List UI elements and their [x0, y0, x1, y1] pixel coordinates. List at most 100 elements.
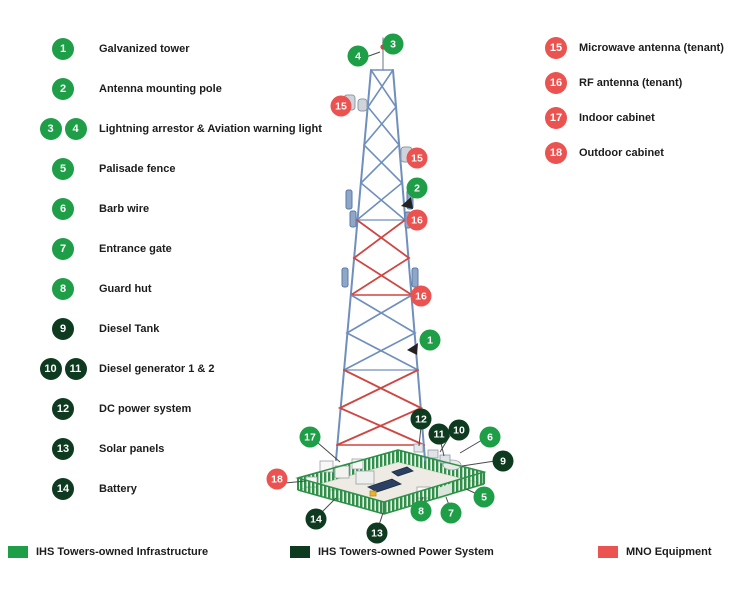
legend-item: 18 Outdoor cabinet — [544, 135, 724, 170]
legend-item-label: Guard hut — [99, 283, 152, 295]
diagram-marker-15: 15 — [330, 95, 352, 117]
legend-badge: 8 — [52, 278, 74, 300]
diagram-marker-17: 17 — [299, 426, 321, 448]
legend-badges: 7 — [34, 238, 92, 260]
diagram-marker-2: 2 — [406, 177, 428, 199]
legend-item: 5 Palisade fence — [34, 149, 322, 189]
microwave-dish-icon — [357, 98, 368, 112]
legend-item-label: Lightning arrestor & Aviation warning li… — [99, 123, 322, 135]
diagram-marker-16: 16 — [406, 209, 428, 231]
color-key-label: MNO Equipment — [626, 546, 712, 558]
color-key-item: MNO Equipment — [598, 546, 712, 558]
legend-item-label: Barb wire — [99, 203, 150, 215]
legend-badges: 12 — [34, 398, 92, 420]
legend-item-label: Solar panels — [99, 443, 165, 455]
legend-badge: 15 — [545, 36, 567, 59]
rf-panel-icon — [349, 210, 357, 228]
indoor-cabinet-icon — [319, 460, 334, 473]
legend-badge: 4 — [64, 118, 87, 140]
legend-item: 1 Galvanized tower — [34, 29, 322, 69]
arrowhead-icon — [407, 343, 418, 355]
legend-badge: 3 — [39, 118, 62, 140]
legend-item: 7 Entrance gate — [34, 229, 322, 269]
diagram-marker-12: 12 — [410, 408, 432, 430]
legend-badge: 10 — [39, 358, 62, 380]
legend-badge: 1 — [52, 38, 74, 60]
legend-badge: 13 — [52, 438, 74, 460]
misc-equipment-icon — [369, 490, 377, 497]
legend-right: 15 Microwave antenna (tenant) 16 RF ante… — [544, 30, 724, 170]
shelter-icon — [355, 470, 375, 485]
diesel-generator-icon — [427, 449, 439, 459]
legend-item-label: Diesel generator 1 & 2 — [99, 363, 215, 375]
solar-panel-icon — [391, 466, 414, 477]
legend-item-label: Entrance gate — [99, 243, 172, 255]
color-key-item: IHS Towers-owned Power System — [290, 546, 494, 558]
legend-item: 13 Solar panels — [34, 429, 322, 469]
diagram-marker-15: 15 — [406, 147, 428, 169]
color-key-label: IHS Towers-owned Power System — [318, 546, 494, 558]
legend-badges: 13 — [34, 438, 92, 460]
legend-item-label: Microwave antenna (tenant) — [579, 41, 724, 54]
diagram-marker-9: 9 — [492, 450, 514, 472]
legend-badges: 14 — [34, 478, 92, 500]
legend-item: 6 Barb wire — [34, 189, 322, 229]
legend-badges: 5 — [34, 158, 92, 180]
legend-item-label: Diesel Tank — [99, 323, 160, 335]
legend-item: 16 RF antenna (tenant) — [544, 65, 724, 100]
color-key-legend: IHS Towers-owned Infrastructure IHS Towe… — [0, 546, 752, 562]
diagram-marker-14: 14 — [305, 508, 327, 530]
legend-item: 8 Guard hut — [34, 269, 322, 309]
legend-item: 14 Battery — [34, 469, 322, 509]
color-swatch — [8, 546, 28, 558]
legend-badges: 1 — [34, 38, 92, 60]
legend-badges: 18 — [544, 141, 568, 164]
diagram-marker-6: 6 — [479, 426, 501, 448]
legend-badge: 11 — [64, 358, 87, 380]
legend-badge: 6 — [52, 198, 74, 220]
legend-item-label: Galvanized tower — [99, 43, 190, 55]
legend-badges: 16 — [544, 71, 568, 94]
palisade-fence-front — [295, 449, 487, 515]
legend-item-label: Indoor cabinet — [579, 111, 655, 124]
legend-item: 17 Indoor cabinet — [544, 100, 724, 135]
legend-badges: 8 — [34, 278, 92, 300]
solar-panel-icon — [367, 478, 402, 493]
cabinet-icon — [351, 458, 364, 470]
legend-left: 1 Galvanized tower 2 Antenna mounting po… — [34, 29, 322, 509]
rf-panel-icon — [341, 267, 349, 288]
diagram-marker-13: 13 — [366, 522, 388, 544]
legend-badge: 7 — [52, 238, 74, 260]
legend-badges: 2 — [34, 78, 92, 100]
diesel-generator-icon — [439, 454, 451, 464]
rf-panel-icon — [345, 189, 353, 210]
legend-item-label: RF antenna (tenant) — [579, 76, 683, 89]
legend-item: 15 Microwave antenna (tenant) — [544, 30, 724, 65]
diagram-marker-10: 10 — [448, 419, 470, 441]
legend-badges: 15 — [544, 36, 568, 59]
dc-power-icon — [413, 443, 424, 453]
legend-badge: 16 — [545, 71, 567, 94]
diagram-marker-16: 16 — [410, 285, 432, 307]
legend-item: 2 Antenna mounting pole — [34, 69, 322, 109]
legend-item-label: Battery — [99, 483, 137, 495]
legend-badge: 17 — [545, 106, 567, 129]
legend-badge: 18 — [545, 141, 567, 164]
diagram-marker-3: 3 — [382, 33, 404, 55]
diagram-marker-4: 4 — [347, 45, 369, 67]
legend-item-label: DC power system — [99, 403, 192, 415]
color-key-label: IHS Towers-owned Infrastructure — [36, 546, 209, 558]
legend-item-label: Palisade fence — [99, 163, 176, 175]
leader-lines — [284, 51, 496, 526]
diagram-marker-7: 7 — [440, 502, 462, 524]
entrance-gate-icon — [438, 483, 452, 500]
color-key-item: IHS Towers-owned Infrastructure — [8, 546, 208, 558]
diagram-marker-1: 1 — [419, 329, 441, 351]
legend-badges: 17 — [544, 106, 568, 129]
legend-badge: 5 — [52, 158, 74, 180]
